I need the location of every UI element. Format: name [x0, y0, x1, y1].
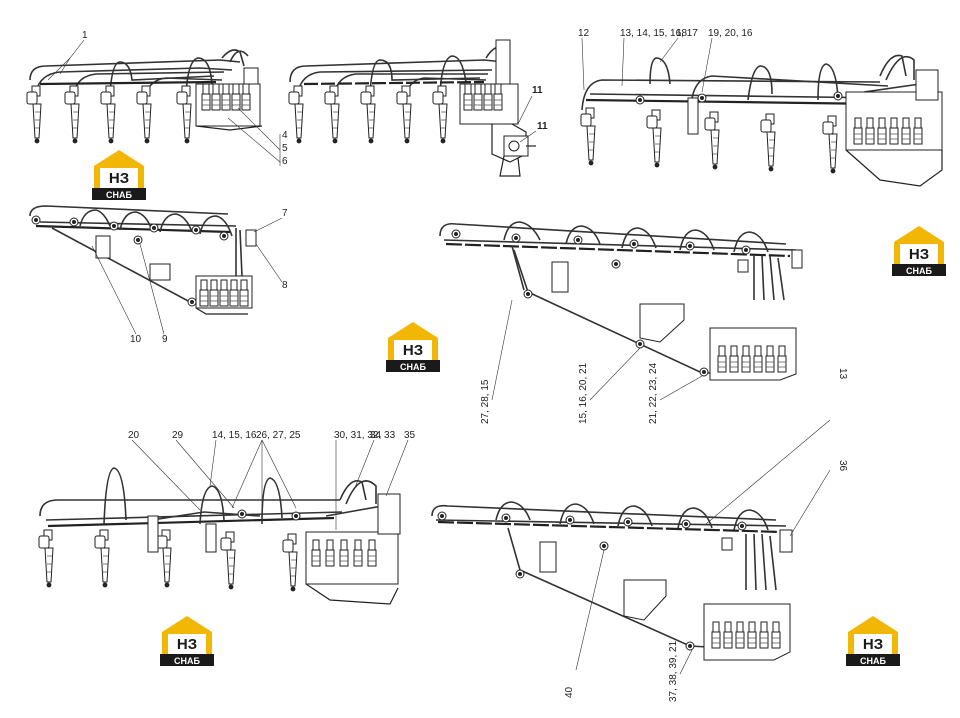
view-7-callouts: 13 36 40 37, 38, 39, 21 — [564, 368, 848, 702]
view-4-fuel-pump — [195, 275, 253, 315]
view-4-callouts: 7 8 10 9 — [91, 208, 288, 345]
view-3-injectors — [580, 97, 838, 174]
view-2-callouts: 11 11 — [517, 85, 548, 143]
brand-logo: НЗ СНАБ — [846, 616, 900, 666]
view-7: 13 36 40 37, 38, 39, 21 — [431, 368, 848, 702]
view-1-fuel-pump — [195, 67, 263, 131]
view-6-callouts: 20 29 14, 15, 16 26, 27, 25 30, 31, 32, … — [128, 430, 416, 530]
callout-label: 13, 14, 15, 16, 17 — [620, 28, 698, 39]
view-3-fuel-pump — [635, 69, 943, 187]
view-6-fuel-pump — [237, 493, 401, 605]
callout-label: 30, 31, 32, 33 — [334, 430, 396, 441]
callout-label: 19, 20, 16 — [708, 28, 753, 39]
callout-label: 9 — [162, 334, 168, 345]
logo-mark-text: НЗ — [177, 636, 197, 653]
callout-label: 20 — [128, 430, 140, 441]
view-5-callouts: 27, 28, 15 15, 16, 20, 21 21, 22, 23, 24 — [480, 299, 703, 424]
view-5: 27, 28, 15 15, 16, 20, 21 21, 22, 23, 24 — [439, 221, 803, 424]
view-7-fuel-pump — [703, 603, 791, 661]
view-6: 20 29 14, 15, 16 26, 27, 25 30, 31, 32, … — [38, 430, 416, 605]
logo-mark-text: НЗ — [909, 246, 929, 263]
view-2-fuel-pump — [459, 39, 536, 177]
logo-word-text: СНАБ — [860, 656, 886, 666]
callout-label: 37, 38, 39, 21 — [668, 640, 679, 702]
callout-label: 18 — [676, 28, 688, 39]
callout-label: 29 — [172, 430, 184, 441]
logo-word-text: СНАБ — [400, 362, 426, 372]
view-1-injectors — [26, 85, 192, 144]
callout-label: 8 — [282, 280, 288, 291]
callout-label: 35 — [404, 430, 416, 441]
callout-label: 5 — [282, 143, 288, 154]
brand-logo: НЗ СНАБ — [386, 322, 440, 372]
logo-mark-text: НЗ — [403, 342, 423, 359]
view-1: 1 4 5 6 — [26, 30, 288, 167]
view-4-brackets — [95, 229, 257, 281]
logo-word-text: СНАБ — [906, 266, 932, 276]
callout-label: 34 — [370, 430, 382, 441]
logo-word-text: СНАБ — [106, 190, 132, 200]
callout-label: 36 — [837, 460, 848, 472]
logo-mark-text: НЗ — [109, 170, 129, 187]
view-3-callouts: 12 13, 14, 15, 16, 17 18 19, 20, 16 — [578, 28, 753, 93]
callout-label: 21, 22, 23, 24 — [648, 362, 659, 424]
callout-label: 1 — [82, 30, 88, 41]
view-2-injectors — [288, 85, 448, 144]
view-7-clamps — [437, 511, 747, 651]
callout-label: 26, 27, 25 — [256, 430, 301, 441]
view-7-pipes — [431, 501, 787, 649]
logo-mark-text: НЗ — [863, 636, 883, 653]
callout-label: 40 — [564, 686, 575, 698]
view-5-brackets — [551, 249, 803, 343]
view-4: 7 8 10 9 — [29, 205, 288, 345]
callout-label: 27, 28, 15 — [480, 379, 491, 424]
view-5-fuel-pump — [709, 327, 797, 381]
callout-label: 10 — [130, 334, 142, 345]
callout-label: 14, 15, 16 — [212, 430, 257, 441]
brand-logo: НЗ СНАБ — [160, 616, 214, 666]
view-1-callouts: 1 4 5 6 — [47, 30, 288, 167]
callout-label: 13 — [837, 368, 848, 380]
view-5-clamps — [451, 229, 751, 377]
callout-label: 11 — [537, 121, 548, 132]
callout-label: 7 — [282, 208, 288, 219]
callout-label: 12 — [578, 28, 590, 39]
callout-label: 4 — [282, 130, 288, 141]
view-6-injectors — [38, 515, 298, 592]
callout-label: 6 — [282, 156, 288, 167]
brand-logo: НЗ СНАБ — [92, 150, 146, 200]
callout-label: 11 — [532, 85, 543, 96]
brand-logo: НЗ СНАБ — [892, 226, 946, 276]
view-3: 12 13, 14, 15, 16, 17 18 19, 20, 16 — [578, 28, 943, 187]
view-7-brackets — [539, 529, 793, 621]
view-2: 11 11 — [288, 39, 548, 177]
logo-word-text: СНАБ — [174, 656, 200, 666]
callout-label: 15, 16, 20, 21 — [578, 362, 589, 424]
